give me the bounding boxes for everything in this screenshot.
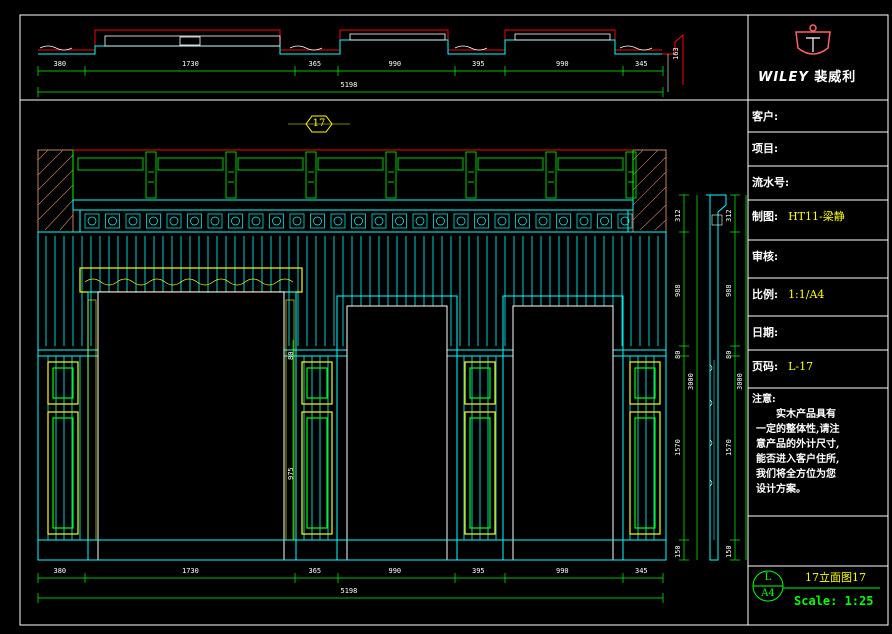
dimension-label: 1570 (725, 439, 733, 456)
title-block-row: 客户: (752, 108, 788, 124)
brand-name: WILEY (758, 70, 809, 85)
dimension-label: 380 (53, 60, 67, 68)
notes-line: 实木产品具有 (776, 409, 836, 420)
title-block-value: L-17 (788, 360, 814, 373)
dimension-label: 150 (674, 545, 682, 558)
title-block-label: 审核: (752, 250, 779, 263)
elevation-view (37, 149, 667, 561)
dimension-label: 345 (635, 567, 648, 575)
dimension-label: 312 (674, 208, 682, 222)
title-block-grid (748, 99, 888, 567)
dimension-label: 345 (635, 60, 648, 68)
dimension-label: 312 (725, 208, 733, 222)
notes-line: 设计方案。 (756, 484, 806, 495)
dimension-label: 1730 (182, 567, 199, 575)
dimension-label: 163 (672, 47, 680, 60)
plan-view (38, 29, 684, 92)
dimension-label: 1730 (182, 60, 199, 68)
dimension-label: 988 (725, 284, 733, 297)
dimension-label: 80 (674, 350, 682, 359)
title-block-value: 1:1/A4 (788, 288, 825, 301)
dimension-label: 3000 (736, 373, 744, 390)
brand-logo: WILEY 裴威利 (758, 66, 856, 85)
elevation-dimension-lines (37, 573, 664, 603)
brand-name-cn: 裴威利 (814, 70, 857, 85)
logo-shield-icon (795, 24, 831, 55)
dimension-label: 395 (472, 60, 485, 68)
title-block-label: 页码: (752, 360, 779, 373)
dimension-label: 5198 (340, 81, 358, 89)
title-block-row: 日期: (752, 324, 788, 340)
side-section (706, 194, 727, 561)
notes-label: 注意: (752, 394, 776, 405)
dimension-label: 990 (556, 60, 569, 68)
title-block-row: 比例: 1:1/A4 (752, 286, 824, 302)
title-block-row: 审核: (752, 248, 788, 264)
elevation-marker-label: 17 (312, 118, 326, 129)
plan-dimension-lines (37, 66, 664, 97)
sheet-letter: L (764, 572, 772, 583)
sheet-size: A4 (761, 588, 775, 599)
dimension-label: 365 (308, 567, 322, 575)
notes-line: 我们将全方位为您 (756, 469, 836, 480)
notes-lines: 实木产品具有一定的整体性,请注意产品的外计尺寸, 能否进入客户住所, 我们将全方位为… (752, 407, 882, 497)
title-block-value: HT11-梁静 (788, 210, 845, 223)
sheet-border (19, 14, 889, 626)
dimension-label: 990 (388, 567, 402, 575)
dimension-label: 80 (725, 350, 733, 359)
dimension-label: 990 (556, 567, 569, 575)
dimension-label: 380 (53, 567, 67, 575)
dimension-label: 975 (287, 467, 295, 480)
title-block-label: 制图: (752, 210, 779, 223)
title-block-row: 流水号: (752, 174, 799, 190)
notes-line: 能否进入客户住所, (756, 454, 840, 465)
title-block-label: 日期: (752, 326, 779, 339)
dimension-label: 80 (287, 351, 295, 360)
notes: 注意: 实木产品具有一定的整体性,请注意产品的外计尺寸, 能否进入客户住所, 我们将… (752, 392, 882, 497)
title-block-row: 制图: HT11-梁静 (752, 208, 845, 224)
dimension-label: 5198 (340, 587, 358, 595)
title-block-row: 页码: L-17 (752, 358, 813, 374)
notes-line: 意产品的外计尺寸, (756, 439, 840, 450)
title-block-label: 比例: (752, 288, 779, 301)
right-dimension-lines (292, 194, 747, 561)
dimension-label: 365 (308, 60, 322, 68)
dimension-label: 990 (388, 60, 402, 68)
sheet-scale: Scale: 1:25 (794, 594, 874, 608)
dimension-label: 150 (725, 545, 733, 558)
title-block-row: 项目: (752, 140, 788, 156)
title-block-label: 项目: (752, 142, 779, 155)
dimension-label: 1570 (674, 439, 682, 456)
title-block-label: 客户: (752, 110, 779, 123)
sheet-title: 17立面图17 (805, 571, 866, 584)
notes-line: 一定的整体性,请注 (756, 424, 840, 435)
dimension-label: 3000 (687, 373, 695, 390)
title-block-label: 流水号: (752, 176, 790, 189)
dimension-label: 988 (674, 284, 682, 297)
dimension-label: 395 (472, 567, 485, 575)
